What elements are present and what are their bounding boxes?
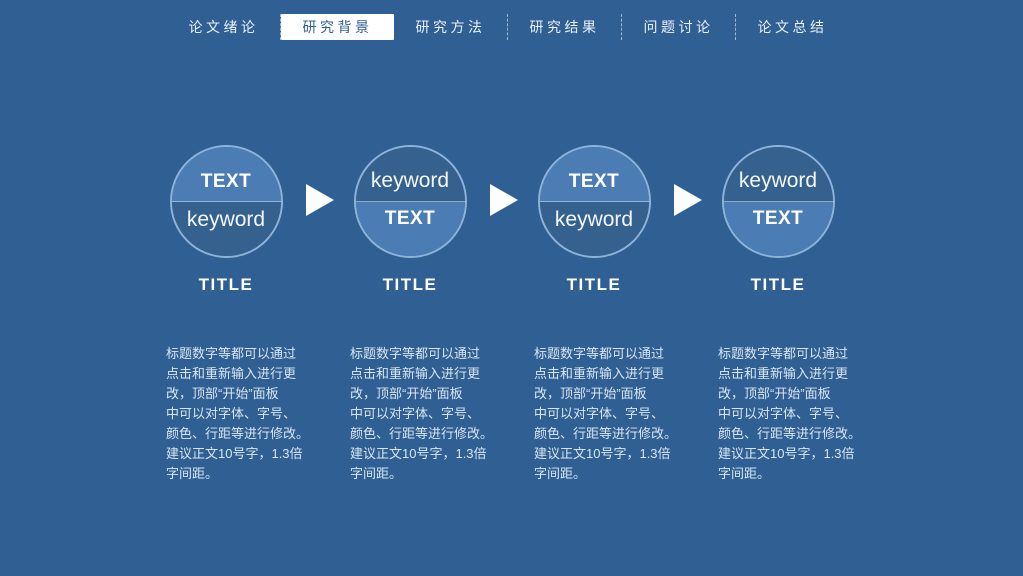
step-title: TITLE xyxy=(750,275,806,294)
step-arrow-icon xyxy=(674,184,702,216)
tab-paper-intro[interactable]: 论文绪论 xyxy=(188,19,259,35)
circle-bottom-label: TEXT xyxy=(752,207,804,229)
tab-research-method[interactable]: 研究方法 xyxy=(415,19,486,35)
tab-research-results[interactable]: 研究结果 xyxy=(529,19,600,35)
step-circle: TEXT keyword xyxy=(537,145,651,258)
tab-separator xyxy=(280,14,281,40)
circle-bottom-half: keyword xyxy=(539,201,649,256)
circle-top-half: keyword xyxy=(723,147,833,202)
step-4: keyword TEXT TITLE 标题数字等都可以通过 点击和重新输入进行更… xyxy=(686,145,870,484)
circle-top-half: TEXT xyxy=(171,147,281,202)
step-circle: keyword TEXT xyxy=(721,145,835,258)
circle-bottom-half: TEXT xyxy=(355,201,465,256)
tab-question-discussion[interactable]: 问题讨论 xyxy=(643,19,714,35)
step-description: 标题数字等都可以通过 点击和重新输入进行更 改，顶部“开始”面板 中可以对字体、… xyxy=(350,346,494,481)
circle-bottom-half: keyword xyxy=(171,201,281,256)
circle-bottom-label: TEXT xyxy=(384,207,436,229)
step-description: 标题数字等都可以通过 点击和重新输入进行更 改，顶部“开始”面板 中可以对字体、… xyxy=(166,346,310,481)
tab-separator xyxy=(507,14,508,40)
step-circle: keyword TEXT xyxy=(353,145,467,258)
circle-bottom-label: keyword xyxy=(554,207,634,231)
step-3: TEXT keyword TITLE 标题数字等都可以通过 点击和重新输入进行更… xyxy=(502,145,686,484)
tab-paper-summary[interactable]: 论文总结 xyxy=(757,19,828,35)
step-1: TEXT keyword TITLE 标题数字等都可以通过 点击和重新输入进行更… xyxy=(134,145,318,484)
step-description: 标题数字等都可以通过 点击和重新输入进行更 改，顶部“开始”面板 中可以对字体、… xyxy=(534,346,678,481)
tab-separator xyxy=(621,14,622,40)
step-description: 标题数字等都可以通过 点击和重新输入进行更 改，顶部“开始”面板 中可以对字体、… xyxy=(718,346,862,481)
circle-bottom-label: keyword xyxy=(186,207,266,231)
step-title: TITLE xyxy=(382,275,438,294)
step-circle: TEXT keyword xyxy=(169,145,283,258)
circle-top-half: keyword xyxy=(355,147,465,202)
circle-top-label: TEXT xyxy=(568,170,620,192)
circle-top-label: keyword xyxy=(738,168,818,192)
step-title: TITLE xyxy=(198,275,254,294)
step-arrow-icon xyxy=(306,184,334,216)
circle-top-label: TEXT xyxy=(200,170,252,192)
nav-tabs: 论文绪论 研究背景 研究方法 研究结果 问题讨论 论文总结 xyxy=(167,14,849,40)
step-title: TITLE xyxy=(566,275,622,294)
step-arrow-icon xyxy=(490,184,518,216)
circle-top-half: TEXT xyxy=(539,147,649,202)
circle-top-label: keyword xyxy=(370,168,450,192)
tab-separator xyxy=(735,14,736,40)
circle-bottom-half: TEXT xyxy=(723,201,833,256)
tab-research-background[interactable]: 研究背景 xyxy=(281,14,394,40)
step-2: keyword TEXT TITLE 标题数字等都可以通过 点击和重新输入进行更… xyxy=(318,145,502,484)
